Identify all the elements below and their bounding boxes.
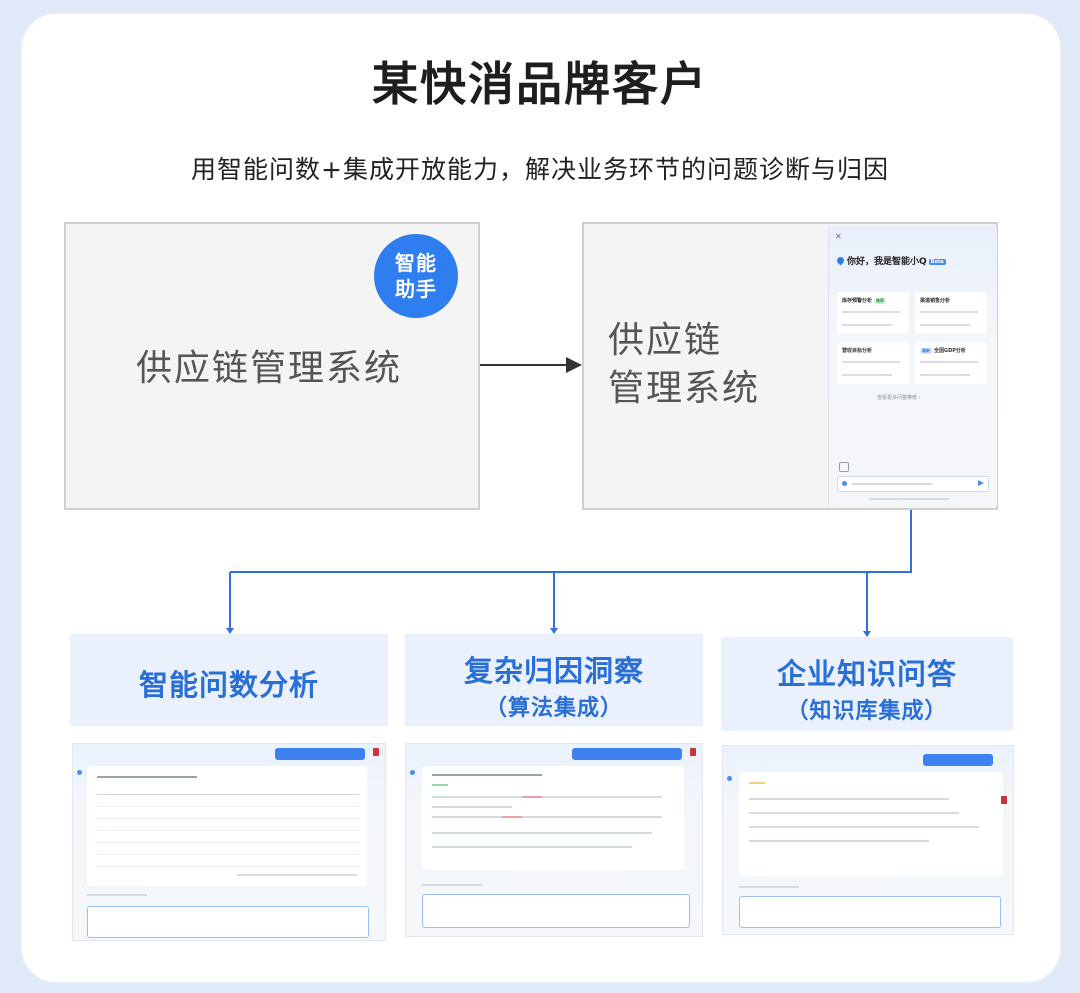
data-analysis-screenshot (72, 743, 386, 941)
result-card (87, 766, 367, 886)
result-card (422, 766, 684, 870)
chat-input[interactable] (87, 906, 369, 938)
category-subtitle: （算法集成） (405, 690, 703, 722)
question-bubble (923, 754, 993, 766)
category-data-analysis: 智能问数分析 (70, 634, 388, 726)
category-knowledge-qa: 企业知识问答 （知识库集成） (721, 637, 1013, 731)
attribution-screenshot (405, 743, 703, 937)
chat-input[interactable] (739, 896, 1001, 928)
chat-input[interactable] (422, 894, 690, 928)
branch-line (230, 510, 911, 572)
question-bubble (275, 748, 365, 760)
category-attribution-insight: 复杂归因洞察 （算法集成） (405, 634, 703, 726)
knowledge-qa-screenshot (722, 745, 1014, 935)
category-title: 智能问数分析 (70, 634, 388, 704)
category-title: 复杂归因洞察 (405, 634, 703, 690)
question-bubble (572, 748, 682, 760)
result-card (739, 772, 1003, 876)
category-title: 企业知识问答 (721, 637, 1013, 693)
category-subtitle: （知识库集成） (721, 693, 1013, 725)
